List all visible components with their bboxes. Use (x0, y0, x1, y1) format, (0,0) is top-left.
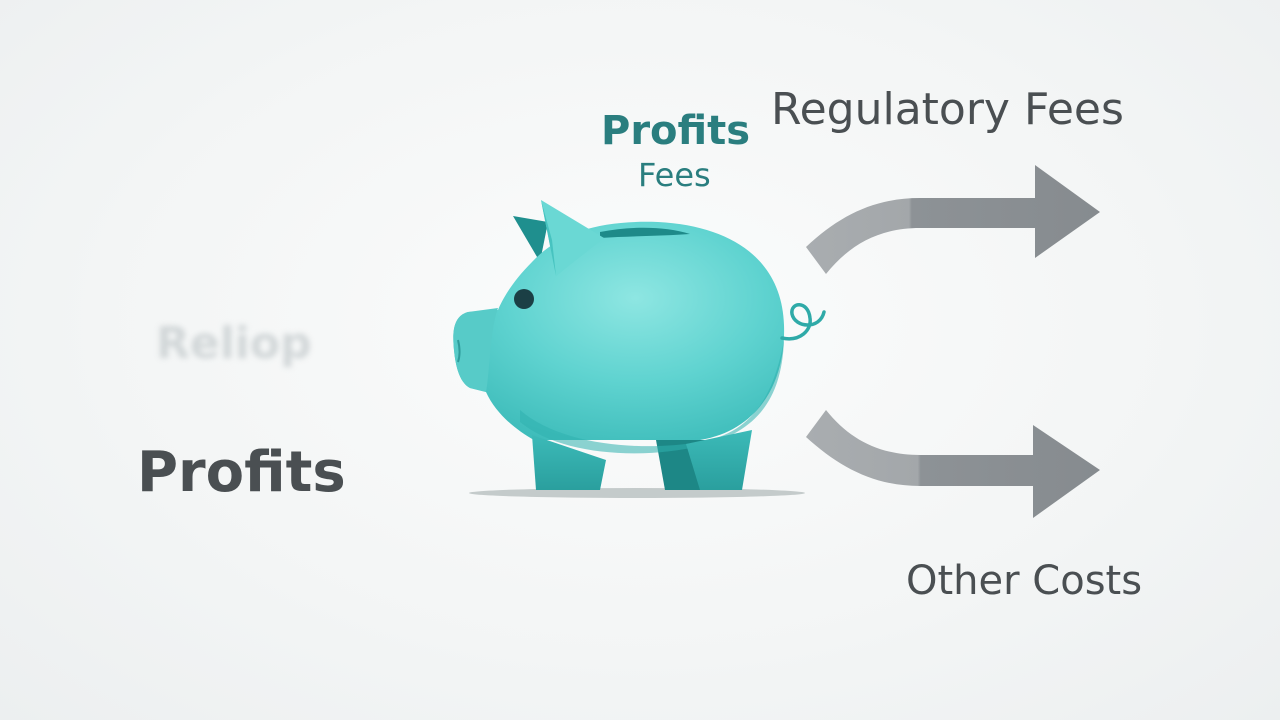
profits-label: Profits (137, 440, 346, 505)
piggy-title-label: Profits (601, 108, 751, 154)
upper-arrow-icon (806, 165, 1100, 274)
piggy-subtitle-label: Fees (638, 156, 711, 194)
lower-arrow-icon (806, 410, 1100, 518)
faded-background-word: Reliop (156, 318, 312, 369)
regulatory-fees-label: Regulatory Fees (771, 84, 1124, 135)
piggy-shadow (469, 488, 805, 498)
piggy-bank-icon (453, 200, 826, 498)
other-costs-label: Other Costs (906, 558, 1143, 604)
